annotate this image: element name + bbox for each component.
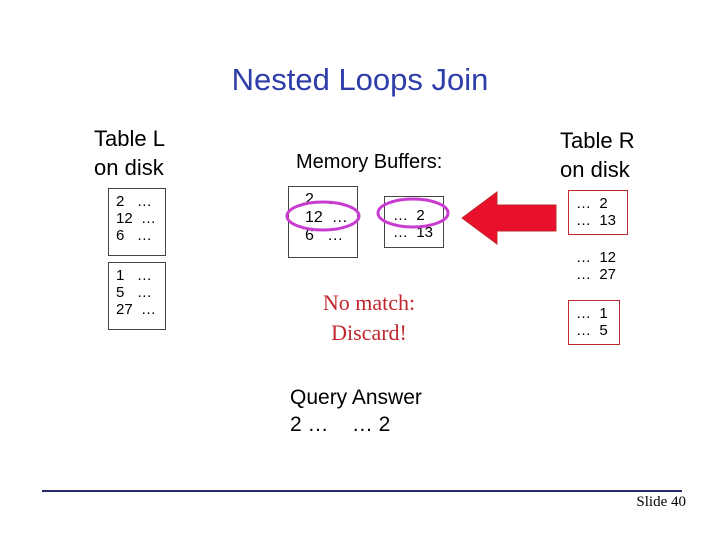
table-l-page-1: 2 … 12 … 6 … bbox=[108, 188, 166, 256]
memory-r-buffer-row: … 13 bbox=[393, 224, 434, 241]
table-r-page-2: … 12 … 27 bbox=[568, 244, 628, 289]
table-r-label-line1: Table R bbox=[560, 128, 635, 153]
table-l-page-2-row: 1 … bbox=[116, 267, 152, 284]
table-r-page-2-row: … 12 bbox=[576, 249, 617, 266]
footer-rule bbox=[42, 490, 682, 492]
table-r-page-3-row: … 5 bbox=[576, 322, 608, 339]
table-l-page-1-row: 6 … bbox=[116, 227, 152, 244]
table-r-page-3: … 1 … 5 bbox=[568, 300, 620, 345]
query-answer: Query Answer 2 … … 2 bbox=[290, 384, 422, 438]
table-l-page-2-row: 5 … bbox=[116, 284, 152, 301]
memory-l-buffer-row: 6 … bbox=[305, 227, 344, 244]
table-l-page-2: 1 … 5 … 27 … bbox=[108, 262, 166, 330]
table-l-label: Table L on disk bbox=[94, 124, 165, 182]
table-r-page-2-row: … 27 bbox=[576, 266, 617, 283]
query-answer-title: Query Answer bbox=[290, 386, 422, 409]
discard-line2: Discard! bbox=[331, 320, 407, 345]
table-r-label: Table R on disk bbox=[560, 126, 635, 184]
slide-number: Slide 40 bbox=[636, 494, 686, 510]
query-answer-result: 2 … … 2 bbox=[290, 413, 391, 436]
slide-title: Nested Loops Join bbox=[231, 62, 489, 97]
table-l-page-2-row: 27 … bbox=[116, 301, 157, 318]
discard-line1: No match: bbox=[322, 290, 416, 315]
match-circle-right bbox=[376, 197, 450, 229]
table-l-page-1-row: 2 … bbox=[116, 193, 152, 210]
table-r-page-1-row: … 13 bbox=[576, 212, 617, 229]
arrow-left-icon bbox=[461, 191, 557, 245]
memory-l-buffer-row: 12 … bbox=[305, 209, 348, 226]
discard-note: No match: Discard! bbox=[289, 288, 449, 348]
table-r-label-line2: on disk bbox=[560, 157, 630, 182]
memory-buffers-label: Memory Buffers: bbox=[296, 151, 443, 173]
table-r-page-1: … 2 … 13 bbox=[568, 190, 628, 235]
table-r-page-1-row: … 2 bbox=[576, 195, 608, 212]
table-l-label-line1: Table L bbox=[94, 126, 165, 151]
memory-r-buffer: … 2 … 13 bbox=[384, 196, 444, 248]
match-circle-left bbox=[285, 200, 361, 232]
table-r-page-3-row: … 1 bbox=[576, 305, 608, 322]
memory-l-buffer: 2 … 12 … 6 … bbox=[288, 186, 358, 258]
memory-r-buffer-row: … 2 bbox=[393, 207, 425, 224]
table-l-label-line2: on disk bbox=[94, 155, 164, 180]
table-l-page-1-row: 12 … bbox=[116, 210, 157, 227]
